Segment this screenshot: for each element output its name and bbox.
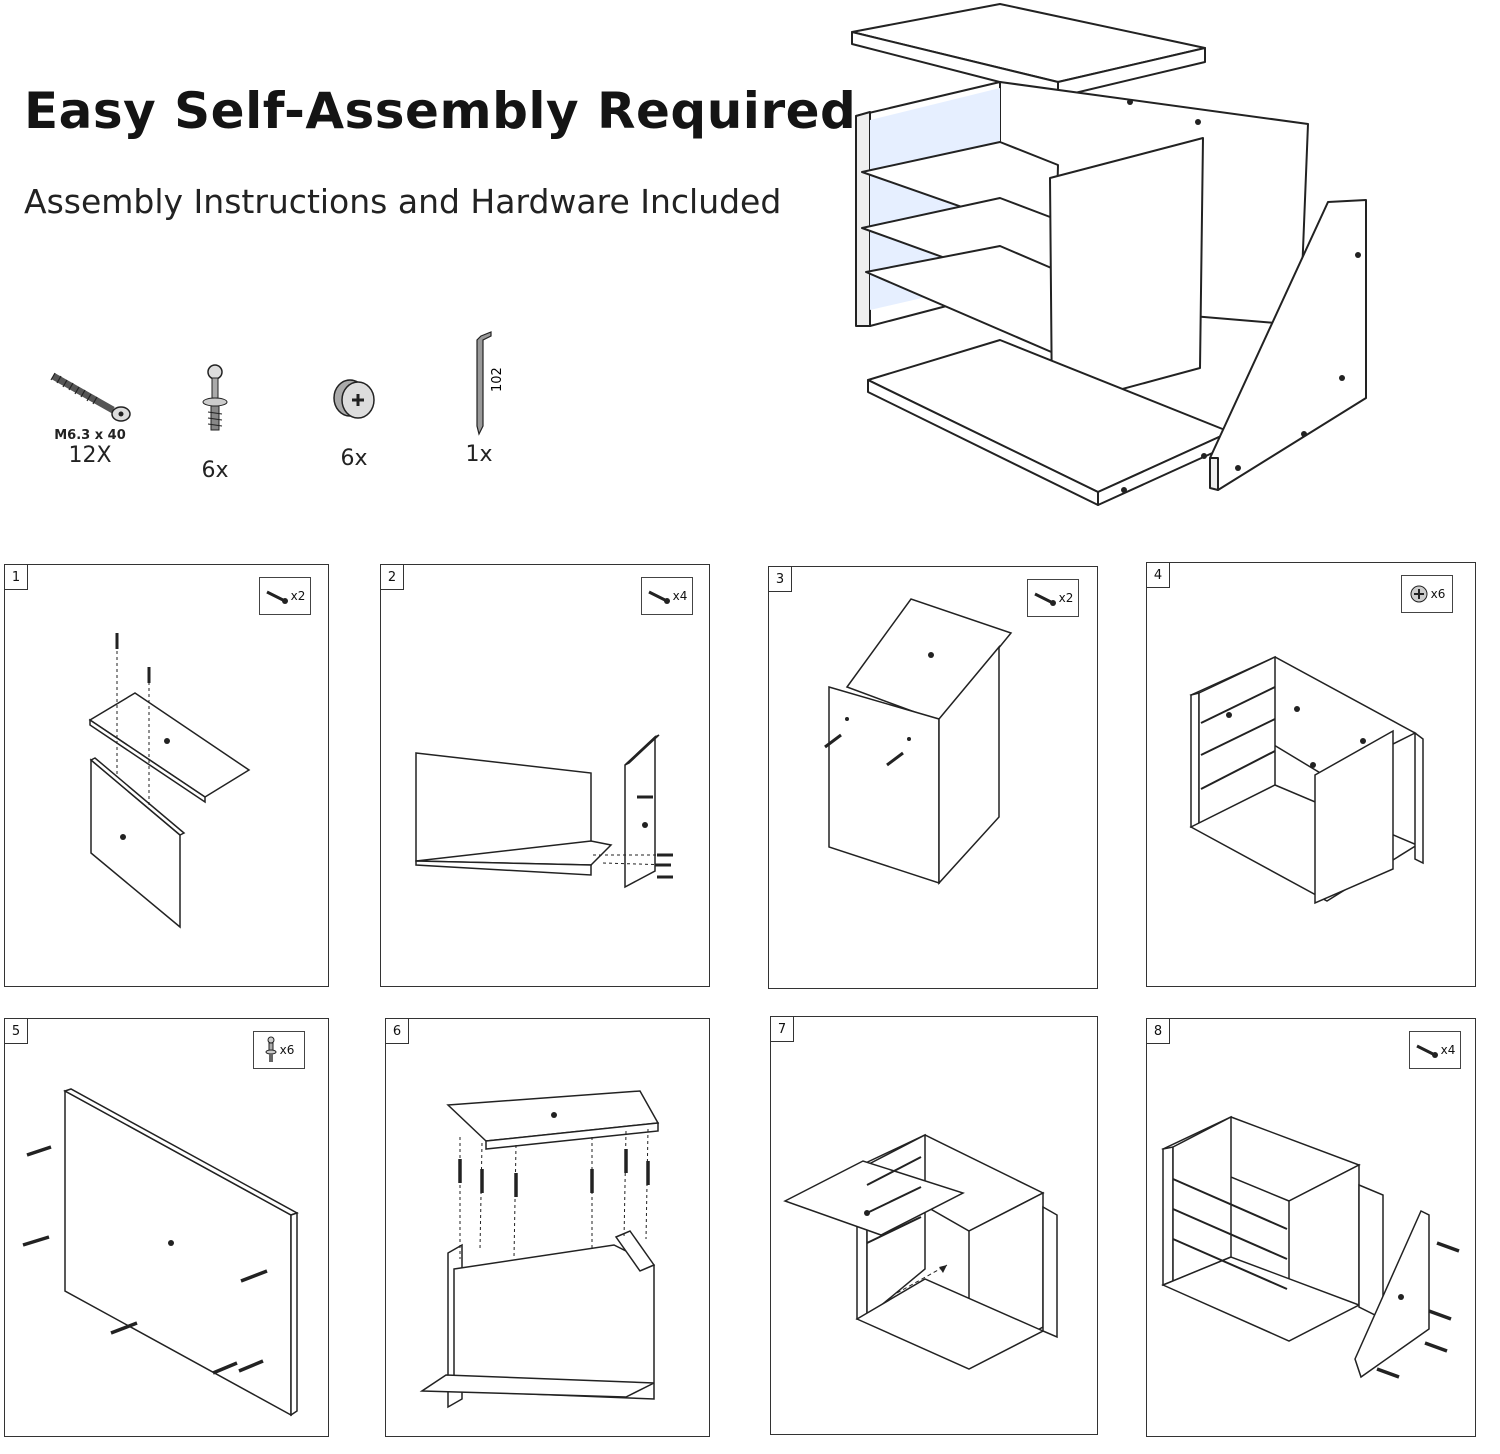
step-number: 7 [771,1017,794,1042]
cam-lock-icon [333,379,375,419]
step-1-illustration [88,633,251,929]
step-number: 2 [381,565,404,590]
page-title: Easy Self-Assembly Required [24,82,857,140]
screw-icon [265,590,288,604]
screw-icon [1033,592,1056,606]
step-number: 4 [1147,563,1170,588]
screw-icon [647,590,670,604]
page-subtitle: Assembly Instructions and Hardware Inclu… [24,182,782,221]
step-7-illustration [783,1133,1058,1370]
hardware-item-allen-key: 102 1x [444,330,514,467]
step-hardware-box: x4 [1409,1031,1461,1069]
hardware-item-cam-lock: 6x [318,374,390,471]
step-hardware-qty: x6 [1430,587,1446,601]
step-number: 6 [386,1019,409,1044]
step-panel-1: 1 x2 [4,564,329,987]
allen-key-size-label: 102 [490,367,505,392]
step-panel-2: 2 x4 [380,564,710,987]
step-number: 8 [1147,1019,1170,1044]
step-6-illustration [419,1090,660,1409]
step-hardware-qty: x4 [672,589,688,603]
step-hardware-qty: x6 [279,1043,295,1057]
step-panel-3: 3 x2 [768,566,1098,989]
step-hardware-box: x6 [253,1031,305,1069]
hardware-qty: 6x [340,446,368,471]
hardware-qty: 1x [465,442,493,467]
step-panel-6: 6 [385,1018,710,1437]
step-panel-8: 8 x4 [1146,1018,1476,1437]
hardware-item-screw: M6.3 x 40 12X [40,368,140,468]
step-4-illustration [1189,655,1424,905]
step-number: 5 [5,1019,28,1044]
step-hardware-box: x2 [259,577,311,615]
hardware-qty: 6x [201,458,229,483]
step-3-illustration [824,598,1013,885]
cam-bolt-icon [265,1036,277,1062]
hardware-qty: 12X [68,443,112,468]
step-panel-5: 5 x6 [4,1018,329,1437]
step-hardware-box: x4 [641,577,693,615]
step-number: 3 [769,567,792,592]
step-panel-7: 7 [770,1016,1098,1435]
step-hardware-qty: x2 [290,589,306,603]
step-2-illustration [415,734,673,889]
screw-icon [1415,1044,1438,1058]
cam-lock-icon [1410,585,1428,603]
step-number: 1 [5,565,28,590]
hardware-spec: M6.3 x 40 [54,428,126,443]
step-hardware-box: x6 [1401,575,1453,613]
exploded-cabinet-illustration [851,3,1367,506]
step-panel-4: 4 x6 [1146,562,1476,987]
cam-bolt-icon [202,364,228,431]
step-5-illustration [22,1088,299,1417]
screw-icon [50,372,131,422]
step-hardware-box: x2 [1027,579,1079,617]
step-hardware-qty: x2 [1058,591,1074,605]
step-8-illustration [1161,1115,1460,1379]
allen-key-icon: 102 [476,331,505,436]
step-hardware-qty: x4 [1440,1043,1456,1057]
hardware-item-cam-bolt: 6x [180,362,250,483]
